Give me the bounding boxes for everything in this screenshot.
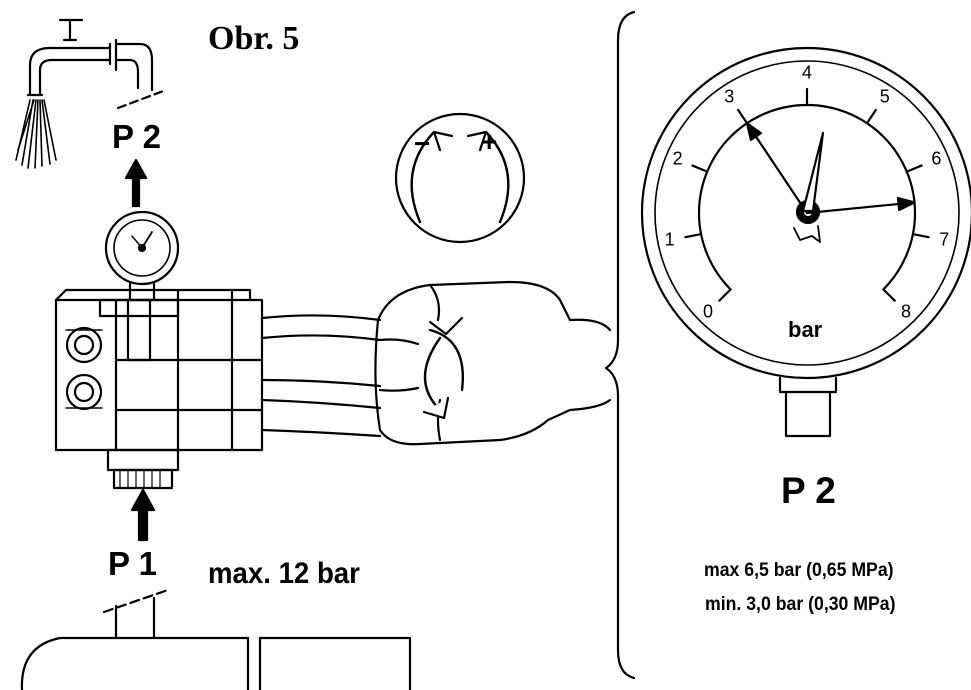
gauge-min-pointer bbox=[745, 122, 809, 215]
gauge-tick-label: 4 bbox=[801, 62, 813, 83]
gauge-tick-label: 7 bbox=[939, 229, 950, 250]
gauge-tick-label: 0 bbox=[702, 301, 714, 322]
gauge-tick-label: 1 bbox=[664, 229, 675, 250]
gauge-tick-label: 6 bbox=[931, 148, 942, 169]
gauge-needle bbox=[801, 131, 825, 213]
gauge-tick-label: 8 bbox=[900, 301, 911, 322]
figure-title: Obr. 5 bbox=[208, 20, 300, 57]
gauge-tick bbox=[737, 108, 749, 125]
minus-symbol: − bbox=[414, 128, 431, 159]
pressure-switch-body bbox=[54, 288, 264, 490]
gauge-tick-label: 3 bbox=[724, 86, 735, 107]
gauge-tick bbox=[882, 288, 896, 302]
gauge-tick bbox=[865, 108, 877, 125]
gauge-tick-label: 5 bbox=[879, 86, 890, 107]
brace-divider bbox=[604, 10, 636, 680]
outlet-pressure-label: P 2 bbox=[112, 118, 161, 155]
hand-icon bbox=[374, 280, 612, 446]
gauge-tick-label: 2 bbox=[672, 148, 683, 169]
max-inlet-pressure-text: max. 12 bar bbox=[208, 557, 360, 590]
plus-symbol: + bbox=[481, 126, 498, 157]
gauge-label: P 2 bbox=[781, 470, 836, 511]
inlet-pressure-label: P 1 bbox=[108, 545, 157, 582]
arrow-up-icon bbox=[130, 488, 156, 542]
inlet-pipe bbox=[20, 588, 412, 690]
faucet-icon bbox=[15, 18, 168, 169]
gauge-min-pointer-head bbox=[745, 122, 762, 141]
gauge-tick bbox=[684, 232, 703, 239]
small-gauge-icon bbox=[104, 210, 180, 302]
gauge-unit-label: bar bbox=[788, 317, 823, 342]
adjust-direction-icon bbox=[394, 112, 526, 244]
gauge-tick bbox=[718, 288, 732, 302]
arrow-up-icon bbox=[124, 158, 148, 208]
max-pressure-text: max 6,5 bar (0,65 MPa) bbox=[704, 560, 894, 581]
cable-bundle bbox=[260, 314, 382, 438]
gauge-max-pointer bbox=[805, 201, 916, 215]
gauge-tick bbox=[691, 164, 709, 173]
pressure-gauge bbox=[640, 46, 971, 438]
gauge-max-pointer-head bbox=[896, 196, 916, 212]
gauge-tick bbox=[911, 232, 930, 239]
gauge-tick bbox=[905, 164, 923, 173]
min-pressure-text: min. 3,0 bar (0,30 MPa) bbox=[705, 594, 896, 615]
